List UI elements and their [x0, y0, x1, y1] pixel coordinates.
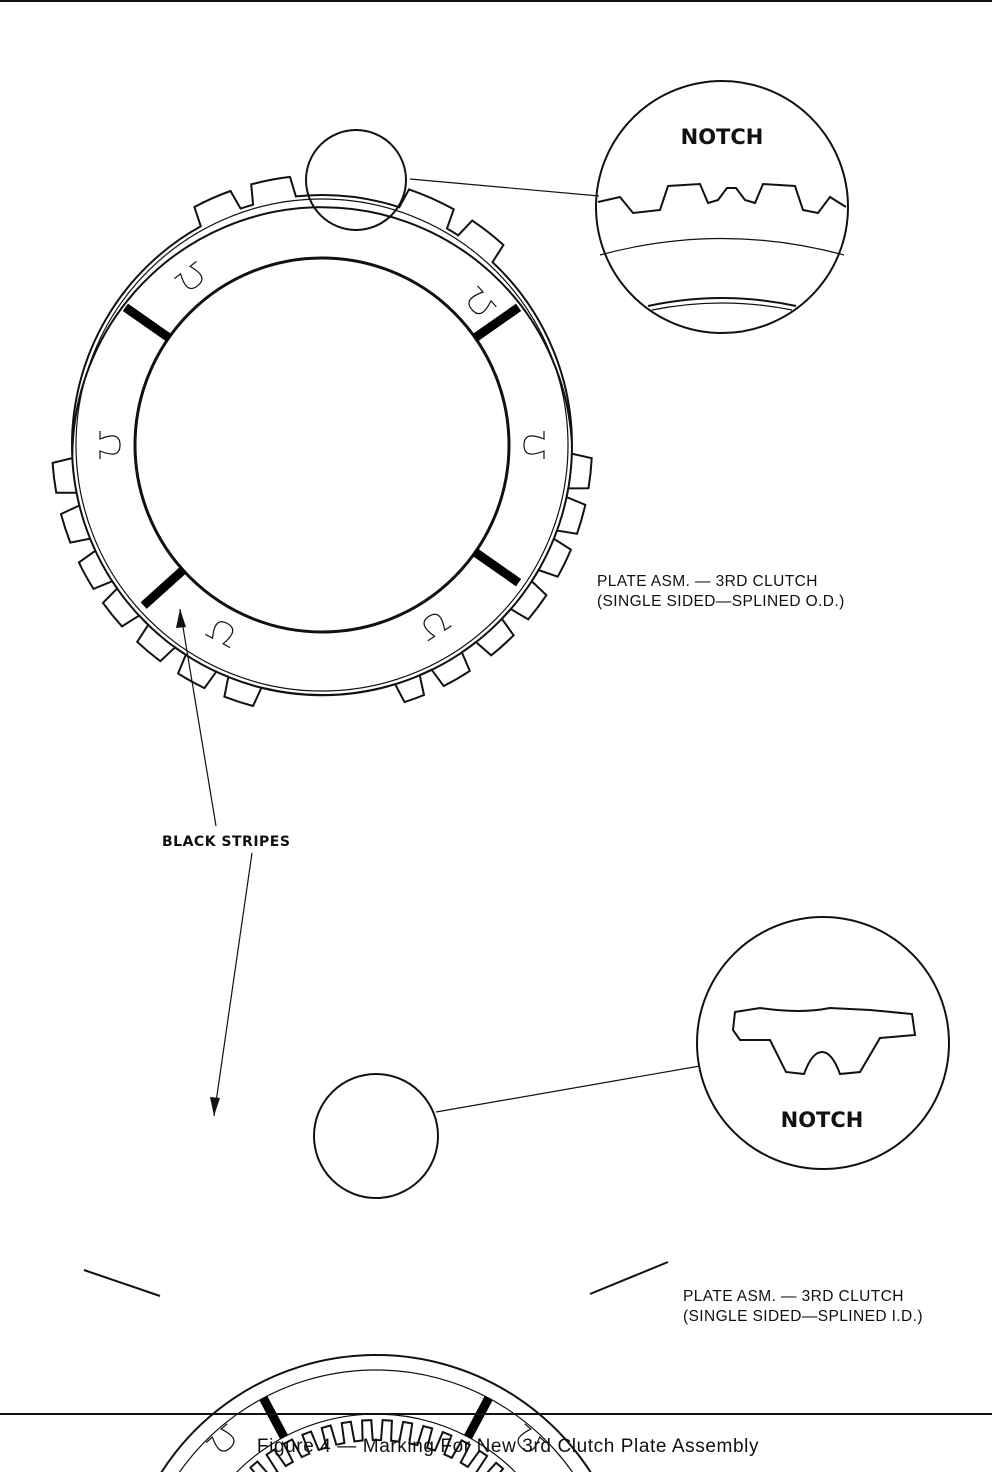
- top-notch-detail-inner: [647, 297, 797, 307]
- bottom-plate-end-left: [83, 1269, 161, 1297]
- black-stripe: [259, 1395, 288, 1440]
- bottom-notch-leader: [435, 1065, 701, 1113]
- top-plate-inner-edge: [133, 256, 511, 634]
- black-stripes-arrow-up: [179, 608, 217, 827]
- bottom-plate-name-line1: PLATE ASM. — 3RD CLUTCH: [683, 1288, 904, 1305]
- black-stripes-label: BLACK STRIPES: [162, 834, 290, 850]
- black-stripes-arrow-down: [213, 852, 253, 1117]
- bottom-notch-detail-shape: [731, 1006, 917, 1076]
- top-puzzle-tab: [523, 431, 545, 459]
- bottom-notch-label: NOTCH: [781, 1108, 864, 1132]
- top-puzzle-tab: [99, 431, 121, 459]
- top-plate-puzzle-tabs: [99, 260, 545, 649]
- black-stripe: [471, 303, 522, 343]
- top-notch-loupe-small: [305, 129, 407, 231]
- black-stripes-callout: BLACK STRIPES: [162, 608, 290, 1117]
- bottom-plate-friction-ring: [178, 1369, 574, 1472]
- top-plate-friction-ring: [75, 198, 569, 692]
- top-plate-black-stripes: [122, 303, 522, 609]
- black-stripes-arrowhead-down: [210, 1097, 220, 1116]
- bottom-notch-detail: NOTCH: [696, 916, 950, 1170]
- top-notch-magnifier: [595, 80, 849, 334]
- top-puzzle-tab: [205, 621, 234, 649]
- bottom-plate-puzzle-tabs: [205, 1423, 547, 1452]
- bottom-plate-end-right: [589, 1261, 669, 1295]
- top-notch-leader: [409, 178, 600, 197]
- bottom-puzzle-tab: [205, 1423, 235, 1452]
- top-plate-name-line2: (SINGLE SIDED—SPLINED O.D.): [597, 593, 845, 610]
- top-plate-outer-teeth: [51, 175, 593, 708]
- figure-caption: Figure 4 — Marking For New 3rd Clutch Pl…: [257, 1436, 759, 1457]
- black-stripe: [122, 303, 173, 343]
- top-notch-detail-inner2: [651, 302, 793, 311]
- bottom-plate-inner-teeth: [249, 1419, 505, 1472]
- top-puzzle-tab: [173, 260, 203, 290]
- black-stripe: [464, 1395, 493, 1440]
- bottom-notch-loupe-small: [313, 1073, 439, 1199]
- black-stripe: [140, 566, 187, 609]
- bottom-plate-outer-edge: [160, 1354, 592, 1472]
- top-puzzle-tab: [423, 613, 452, 642]
- top-plate-drawing: [51, 175, 593, 708]
- top-notch-detail-ring: [599, 237, 845, 256]
- bottom-plate-name-line2: (SINGLE SIDED—SPLINED I.D.): [683, 1308, 923, 1325]
- bottom-notch-magnifier: [696, 916, 950, 1170]
- bottom-plate-black-stripes: [259, 1395, 493, 1440]
- bottom-puzzle-tab: [517, 1423, 547, 1452]
- top-notch-detail-teeth: [597, 182, 847, 215]
- black-stripes-arrowhead-up: [176, 609, 186, 628]
- top-notch-label: NOTCH: [681, 125, 764, 149]
- bottom-plate-drawing: [83, 1261, 669, 1472]
- top-notch-detail: NOTCH: [595, 80, 849, 334]
- top-plate-name-line1: PLATE ASM. — 3RD CLUTCH: [597, 573, 818, 590]
- top-puzzle-tab: [468, 285, 497, 315]
- black-stripe: [471, 547, 522, 587]
